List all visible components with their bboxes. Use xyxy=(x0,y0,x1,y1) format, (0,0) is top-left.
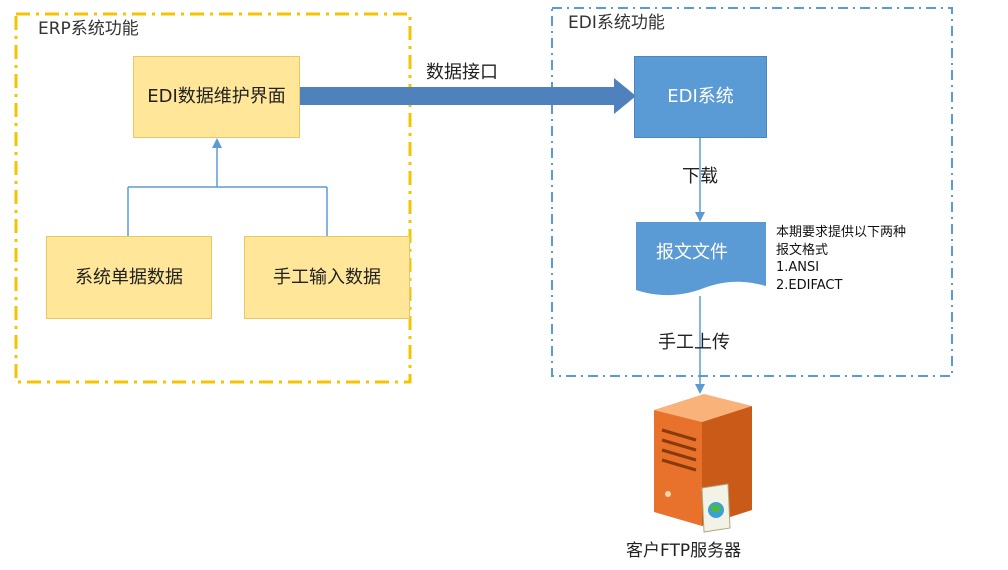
download-label: 下载 xyxy=(682,166,718,187)
report-doc-label: 报文文件 xyxy=(656,242,728,263)
edi-system-box: EDI系统 xyxy=(634,56,767,138)
download-arrowhead xyxy=(695,212,705,222)
edi-data-maintenance-box: EDI数据维护界面 xyxy=(133,56,300,138)
erp-region-frame xyxy=(14,12,412,384)
erp-merge-connector xyxy=(127,146,328,236)
format-note-line: 1.ANSI xyxy=(776,260,820,276)
ftp-server-caption: 客户FTP服务器 xyxy=(626,541,742,561)
edi-system-label: EDI系统 xyxy=(667,86,734,108)
edi-region-frame xyxy=(551,7,953,377)
merge-arrowhead xyxy=(212,138,222,148)
system-documents-label: 系统单据数据 xyxy=(75,266,183,288)
data-interface-label: 数据接口 xyxy=(426,62,498,83)
format-note-line: 报文格式 xyxy=(776,242,829,258)
manual-input-label: 手工输入数据 xyxy=(273,266,381,288)
report-doc-shape xyxy=(636,222,766,296)
system-documents-box: 系统单据数据 xyxy=(46,236,212,319)
server-icon xyxy=(654,394,752,533)
edi-region-label: EDI系统功能 xyxy=(568,13,665,33)
data-interface-arrow xyxy=(298,78,636,114)
manual-input-box: 手工输入数据 xyxy=(244,236,410,319)
format-note-line: 2.EDIFACT xyxy=(776,277,843,293)
format-note: 本期要求提供以下两种 报文格式 1.ANSI 2.EDIFACT xyxy=(776,224,906,294)
edi-data-maintenance-label: EDI数据维护界面 xyxy=(147,86,286,108)
format-note-line: 本期要求提供以下两种 xyxy=(776,225,907,240)
erp-region-label: ERP系统功能 xyxy=(38,19,139,39)
manual-upload-label: 手工上传 xyxy=(658,332,730,353)
upload-arrowhead xyxy=(695,384,705,394)
